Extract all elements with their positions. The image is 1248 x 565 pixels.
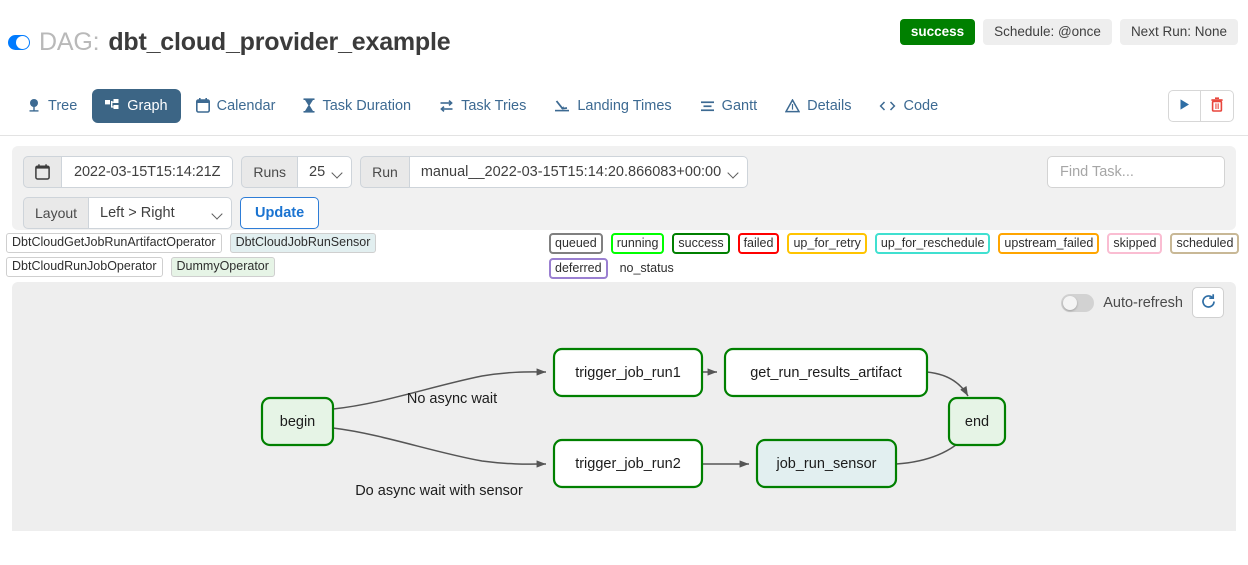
run-select[interactable]: manual__2022-03-15T15:14:20.866083+00:00 bbox=[409, 156, 749, 188]
layout-label: Layout bbox=[23, 197, 90, 229]
runs-count-select[interactable]: 25 bbox=[298, 156, 353, 188]
graph-node-trigger-job-run2[interactable]: trigger_job_run2 bbox=[552, 438, 704, 489]
tab-label: Task Tries bbox=[461, 97, 527, 114]
graph-edge-labels: No async wait Do async wait with sensor bbox=[355, 391, 523, 499]
graph-icon bbox=[105, 98, 120, 113]
state-chip-deferred: deferred bbox=[549, 258, 608, 279]
dag-graph-panel: Auto-refresh No async wait Do async wait… bbox=[12, 282, 1236, 531]
tab-tree[interactable]: Tree bbox=[14, 89, 90, 123]
edge-artifact-end bbox=[926, 371, 969, 397]
dag-prefix-label: DAG: bbox=[39, 28, 100, 56]
dag-title: DAG: dbt_cloud_provider_example bbox=[8, 28, 451, 57]
dag-graph-canvas[interactable]: No async wait Do async wait with sensor … bbox=[12, 282, 1236, 531]
trash-icon bbox=[1210, 97, 1224, 115]
operator-chip: DbtCloudRunJobOperator bbox=[6, 257, 163, 277]
graph-node-end[interactable]: end bbox=[947, 396, 1007, 447]
refresh-button[interactable] bbox=[1192, 287, 1224, 318]
tab-task-tries[interactable]: Task Tries bbox=[426, 89, 539, 123]
trigger-dag-button[interactable] bbox=[1168, 90, 1201, 122]
next-run-badge[interactable]: Next Run: None bbox=[1119, 19, 1238, 45]
execution-date-input[interactable]: 2022-03-15T15:14:21Z bbox=[62, 156, 234, 188]
operator-chip: DbtCloudGetJobRunArtifactOperator bbox=[6, 233, 222, 253]
graph-node-begin[interactable]: begin bbox=[260, 396, 335, 447]
tree-icon bbox=[27, 98, 41, 113]
tab-details[interactable]: Details bbox=[772, 89, 864, 123]
layout-select[interactable]: Left > Right bbox=[89, 197, 233, 229]
tab-label: Task Duration bbox=[322, 97, 412, 114]
tab-code[interactable]: Code bbox=[866, 89, 951, 123]
edge-begin-trigger1 bbox=[332, 368, 547, 410]
run-label: Run bbox=[360, 156, 410, 188]
state-chip-upstream-failed: upstream_failed bbox=[998, 233, 1100, 254]
execution-date-group[interactable]: 2022-03-15T15:14:21Z bbox=[23, 156, 234, 188]
dag-paused-toggle[interactable] bbox=[8, 35, 30, 50]
edge-begin-trigger2 bbox=[332, 427, 547, 468]
calendar-icon bbox=[23, 156, 62, 188]
tab-calendar[interactable]: Calendar bbox=[183, 89, 289, 123]
edge-label: Do async wait with sensor bbox=[355, 483, 523, 499]
refresh-icon bbox=[1200, 293, 1217, 313]
run-filter-panel: 2022-03-15T15:14:21Z Runs 25 Run manual_… bbox=[12, 146, 1236, 230]
state-chip-scheduled: scheduled bbox=[1170, 233, 1240, 254]
tab-label: Code bbox=[903, 97, 939, 114]
tab-label: Graph bbox=[127, 97, 168, 114]
schedule-badge[interactable]: Schedule: @once bbox=[983, 19, 1112, 45]
runs-count-group[interactable]: Runs 25 bbox=[241, 156, 353, 188]
runs-label: Runs bbox=[241, 156, 299, 188]
state-chip-queued: queued bbox=[549, 233, 603, 254]
gantt-icon bbox=[700, 99, 715, 113]
graph-legend: DbtCloudGetJobRunArtifactOperator DbtClo… bbox=[0, 230, 1248, 282]
node-label: trigger_job_run2 bbox=[575, 456, 681, 472]
tab-label: Gantt bbox=[721, 97, 758, 114]
calendar-icon bbox=[195, 98, 210, 113]
operator-legend: DbtCloudGetJobRunArtifactOperator DbtClo… bbox=[6, 233, 536, 277]
graph-edges bbox=[332, 368, 969, 468]
search-input[interactable] bbox=[1047, 156, 1225, 188]
state-chip-no-status: no_status bbox=[619, 261, 674, 275]
run-select-group[interactable]: Run manual__2022-03-15T15:14:20.866083+0… bbox=[360, 156, 749, 188]
state-chip-skipped: skipped bbox=[1107, 233, 1163, 254]
state-legend: queued running success failed up_for_ret… bbox=[549, 233, 1244, 279]
operator-chip: DummyOperator bbox=[170, 257, 275, 277]
state-chip-success: success bbox=[672, 233, 730, 254]
hourglass-icon bbox=[303, 98, 315, 113]
update-button[interactable]: Update bbox=[240, 197, 320, 229]
node-label: get_run_results_artifact bbox=[750, 365, 902, 381]
tab-label: Calendar bbox=[216, 97, 276, 114]
dag-status-badges: success Schedule: @once Next Run: None bbox=[899, 19, 1238, 45]
node-label: end bbox=[965, 414, 989, 430]
dag-view-tabs: Tree Graph Calendar Task Duration Task T… bbox=[0, 76, 1248, 136]
graph-node-trigger-job-run1[interactable]: trigger_job_run1 bbox=[552, 347, 704, 398]
dag-header: DAG: dbt_cloud_provider_example success … bbox=[0, 0, 1248, 76]
layout-group[interactable]: Layout Left > Right bbox=[23, 197, 233, 229]
tab-label: Tree bbox=[48, 97, 78, 114]
graph-node-job-run-sensor[interactable]: job_run_sensor bbox=[755, 438, 898, 489]
play-icon bbox=[1178, 98, 1191, 114]
tab-landing-times[interactable]: Landing Times bbox=[541, 89, 684, 123]
tab-gantt[interactable]: Gantt bbox=[687, 89, 770, 123]
tab-label: Landing Times bbox=[577, 97, 672, 114]
code-brackets-icon bbox=[879, 99, 896, 113]
status-badge: success bbox=[899, 19, 976, 45]
tab-graph[interactable]: Graph bbox=[92, 88, 181, 123]
delete-dag-button[interactable] bbox=[1201, 90, 1234, 122]
landing-icon bbox=[554, 99, 570, 113]
tab-task-duration[interactable]: Task Duration bbox=[290, 89, 424, 123]
state-chip-up-for-retry: up_for_retry bbox=[787, 233, 867, 254]
state-chip-up-for-reschedule: up_for_reschedule bbox=[874, 233, 991, 254]
page-title: dbt_cloud_provider_example bbox=[108, 28, 451, 56]
operator-chip: DbtCloudJobRunSensor bbox=[229, 233, 377, 253]
graph-node-get-run-results-artifact[interactable]: get_run_results_artifact bbox=[723, 347, 929, 398]
node-label: trigger_job_run1 bbox=[575, 365, 681, 381]
state-chip-running: running bbox=[610, 233, 665, 254]
node-label: job_run_sensor bbox=[776, 456, 877, 472]
state-chip-failed: failed bbox=[737, 233, 780, 254]
tab-label: Details bbox=[807, 97, 852, 114]
auto-refresh-label: Auto-refresh bbox=[1103, 294, 1183, 311]
retry-icon bbox=[439, 99, 454, 113]
edge-label: No async wait bbox=[407, 391, 497, 407]
warning-triangle-icon bbox=[785, 98, 801, 113]
node-label: begin bbox=[280, 414, 315, 430]
auto-refresh-toggle[interactable] bbox=[1061, 293, 1095, 312]
